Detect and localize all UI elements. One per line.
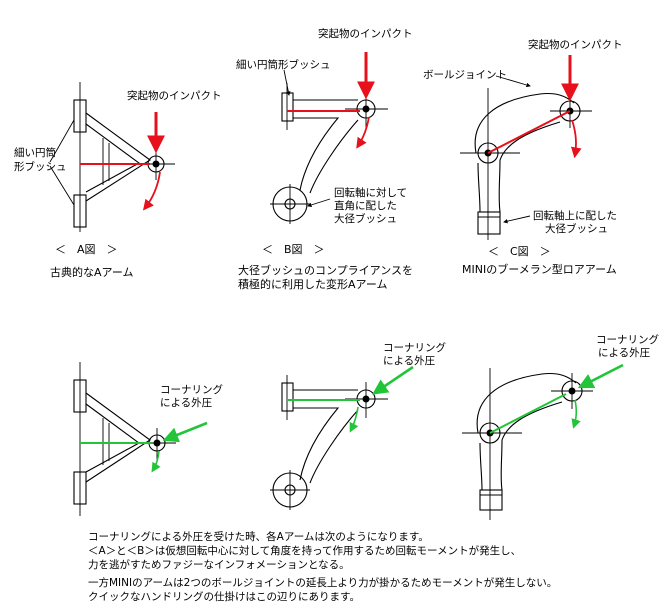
cornering-label-a-line2: による外圧	[160, 397, 213, 409]
note-line-2: ＜A＞と＜B＞は仮想回転中心に対して角度を持って作用するため回転モーメントが発生…	[88, 544, 521, 557]
figure-b-title: ＜ B図 ＞	[262, 243, 325, 256]
figure-c-caption: MINIのブーメラン型ロアアーム	[462, 262, 617, 276]
explanation-notes: コーナリングによる外圧を受けた時、各Aアームは次のようになります。 ＜A＞と＜B…	[88, 530, 557, 603]
note-line-1: コーナリングによる外圧を受けた時、各Aアームは次のようになります。	[88, 530, 429, 543]
figure-b-caption-line1: 大径ブッシュのコンプライアンスを	[238, 263, 413, 277]
cornering-label-b-line2: による外圧	[383, 355, 436, 367]
big-bush-label-c-line2: 大径ブッシュ	[545, 222, 608, 235]
note-line-4: 一方MINIのアームは2つのボールジョイントの延長上より力が掛かるためモーメント…	[88, 576, 557, 589]
thin-bush-label-a-line1: 細い円筒	[14, 146, 56, 159]
note-line-5: クイックなハンドリングの仕掛けはこの辺りにあります。	[88, 590, 360, 603]
figure-c-top: 突起物のインパクト ボールジョイント 回転軸上に配した 大径ブッシュ ＜ C図 …	[423, 38, 623, 276]
big-bush-label-b-line1: 回転軸に対して	[334, 186, 407, 199]
impact-label-b: 突起物のインパクト	[318, 27, 413, 40]
cornering-label-c-line1: コーナリング	[596, 333, 659, 346]
figure-c-title: ＜ C図 ＞	[488, 245, 551, 258]
thin-bush-label-b: 細い円筒形ブッシュ	[236, 58, 331, 71]
figure-b-caption-line2: 積極的に利用した変形Aアーム	[238, 277, 388, 291]
big-bush-label-b-line3: 大径ブッシュ	[334, 212, 397, 225]
big-bush-label-b-line2: 直角に配した	[334, 199, 397, 212]
big-bush-label-c-line1: 回転軸上に配した	[533, 209, 617, 222]
cornering-label-a-line1: コーナリング	[160, 383, 223, 396]
figure-a-top: 突起物のインパクト 細い円筒 形ブッシュ ＜ A図 ＞ 古典的なAアーム	[14, 82, 222, 279]
cornering-label-b-line1: コーナリング	[383, 341, 446, 354]
note-line-3: 力を逃がすためファジーなインフォメーションとなる。	[88, 558, 350, 571]
figure-a-bottom: コーナリング による外圧	[73, 362, 223, 516]
impact-label-a: 突起物のインパクト	[127, 89, 222, 102]
thin-bush-label-a-line2: 形ブッシュ	[14, 160, 67, 173]
impact-label-c: 突起物のインパクト	[528, 38, 623, 51]
figure-c-bottom: コーナリング による外圧	[462, 333, 659, 520]
ball-joint-label: ボールジョイント	[423, 69, 507, 81]
figure-b-bottom: コーナリング による外圧	[270, 341, 446, 510]
figure-a-caption: 古典的なAアーム	[50, 265, 134, 279]
cornering-label-c-line2: による外圧	[598, 347, 651, 359]
figure-b-top: 突起物のインパクト 細い円筒形ブッシュ 回転軸に対して 直角に配した 大径ブッシ…	[236, 27, 413, 291]
figure-a-title: ＜ A図 ＞	[55, 243, 118, 256]
